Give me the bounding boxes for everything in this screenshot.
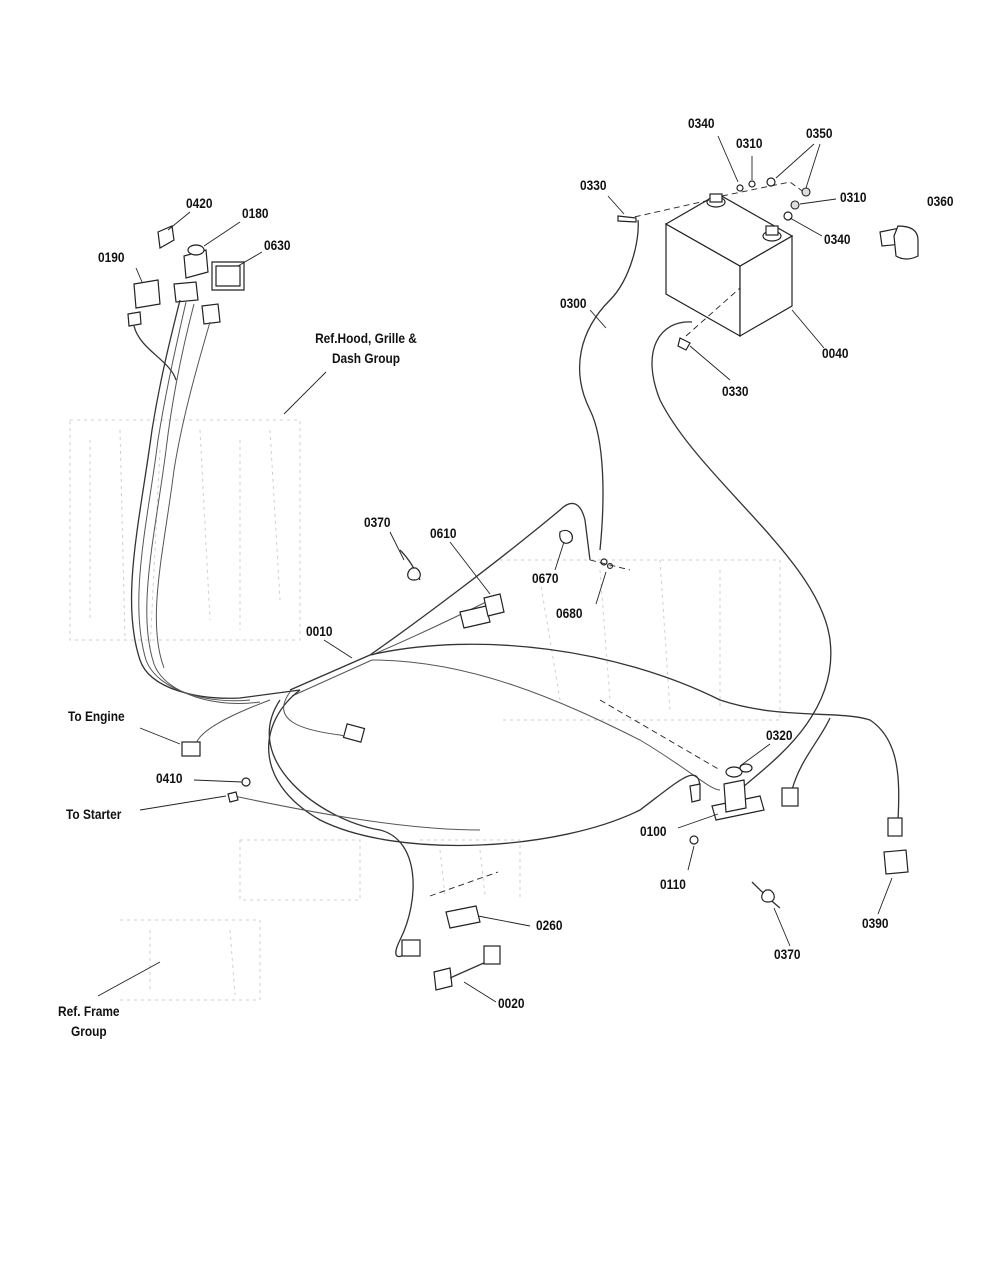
terminal-cover (879, 225, 919, 260)
callout-0330-top: 0330 (580, 177, 607, 193)
dash-switches (127, 225, 245, 327)
callout-0410: 0410 (156, 770, 183, 786)
battery-cable-ground (651, 321, 832, 791)
callout-0300: 0300 (560, 295, 587, 311)
callout-0110: 0110 (660, 876, 686, 892)
callout-0180: 0180 (242, 205, 269, 221)
ref-frame-line1: Ref. Frame (58, 1003, 120, 1019)
solenoid (599, 699, 765, 845)
callout-0040: 0040 (822, 345, 849, 361)
callout-0330-bottom: 0330 (722, 383, 749, 399)
small-parts (227, 529, 781, 991)
ref-frame-group: Ref. Frame Group (48, 1002, 130, 1041)
ref-hood-line2: Dash Group (331, 349, 401, 366)
callout-0010: 0010 (306, 623, 333, 639)
callout-0310-top: 0310 (736, 135, 763, 151)
callout-0360: 0360 (927, 193, 954, 209)
battery (664, 193, 794, 338)
to-starter-label: To Starter (66, 806, 122, 822)
callout-0340-right: 0340 (824, 231, 851, 247)
battery-cable-0300 (578, 219, 639, 551)
ref-hood-line1: Ref.Hood, Grille & (315, 330, 417, 346)
callout-0420: 0420 (186, 195, 213, 211)
callout-0390: 0390 (862, 915, 889, 931)
ref-frame-line2: Group (70, 1022, 107, 1039)
callout-0260: 0260 (536, 917, 563, 933)
leader-lines (97, 135, 893, 1003)
callout-0370-lower: 0370 (774, 946, 801, 962)
callout-0100: 0100 (640, 823, 667, 839)
callout-0630: 0630 (264, 237, 291, 253)
callout-0370-upper: 0370 (364, 514, 391, 530)
ghost-frame-outline (69, 419, 781, 1001)
callout-0670: 0670 (532, 570, 559, 586)
callout-0340-top: 0340 (688, 115, 715, 131)
callout-0310-right: 0310 (840, 189, 867, 205)
callout-0020: 0020 (498, 995, 525, 1011)
to-engine-label: To Engine (68, 708, 125, 724)
callout-0190: 0190 (98, 249, 125, 265)
main-harness-0010 (130, 299, 900, 958)
callout-0680: 0680 (556, 605, 583, 621)
harness-connectors (181, 593, 909, 957)
ref-hood-grille-dash-group: Ref.Hood, Grille & Dash Group (298, 329, 434, 368)
callout-0610: 0610 (430, 525, 457, 541)
callout-0320: 0320 (766, 727, 793, 743)
callout-0350: 0350 (806, 125, 833, 141)
